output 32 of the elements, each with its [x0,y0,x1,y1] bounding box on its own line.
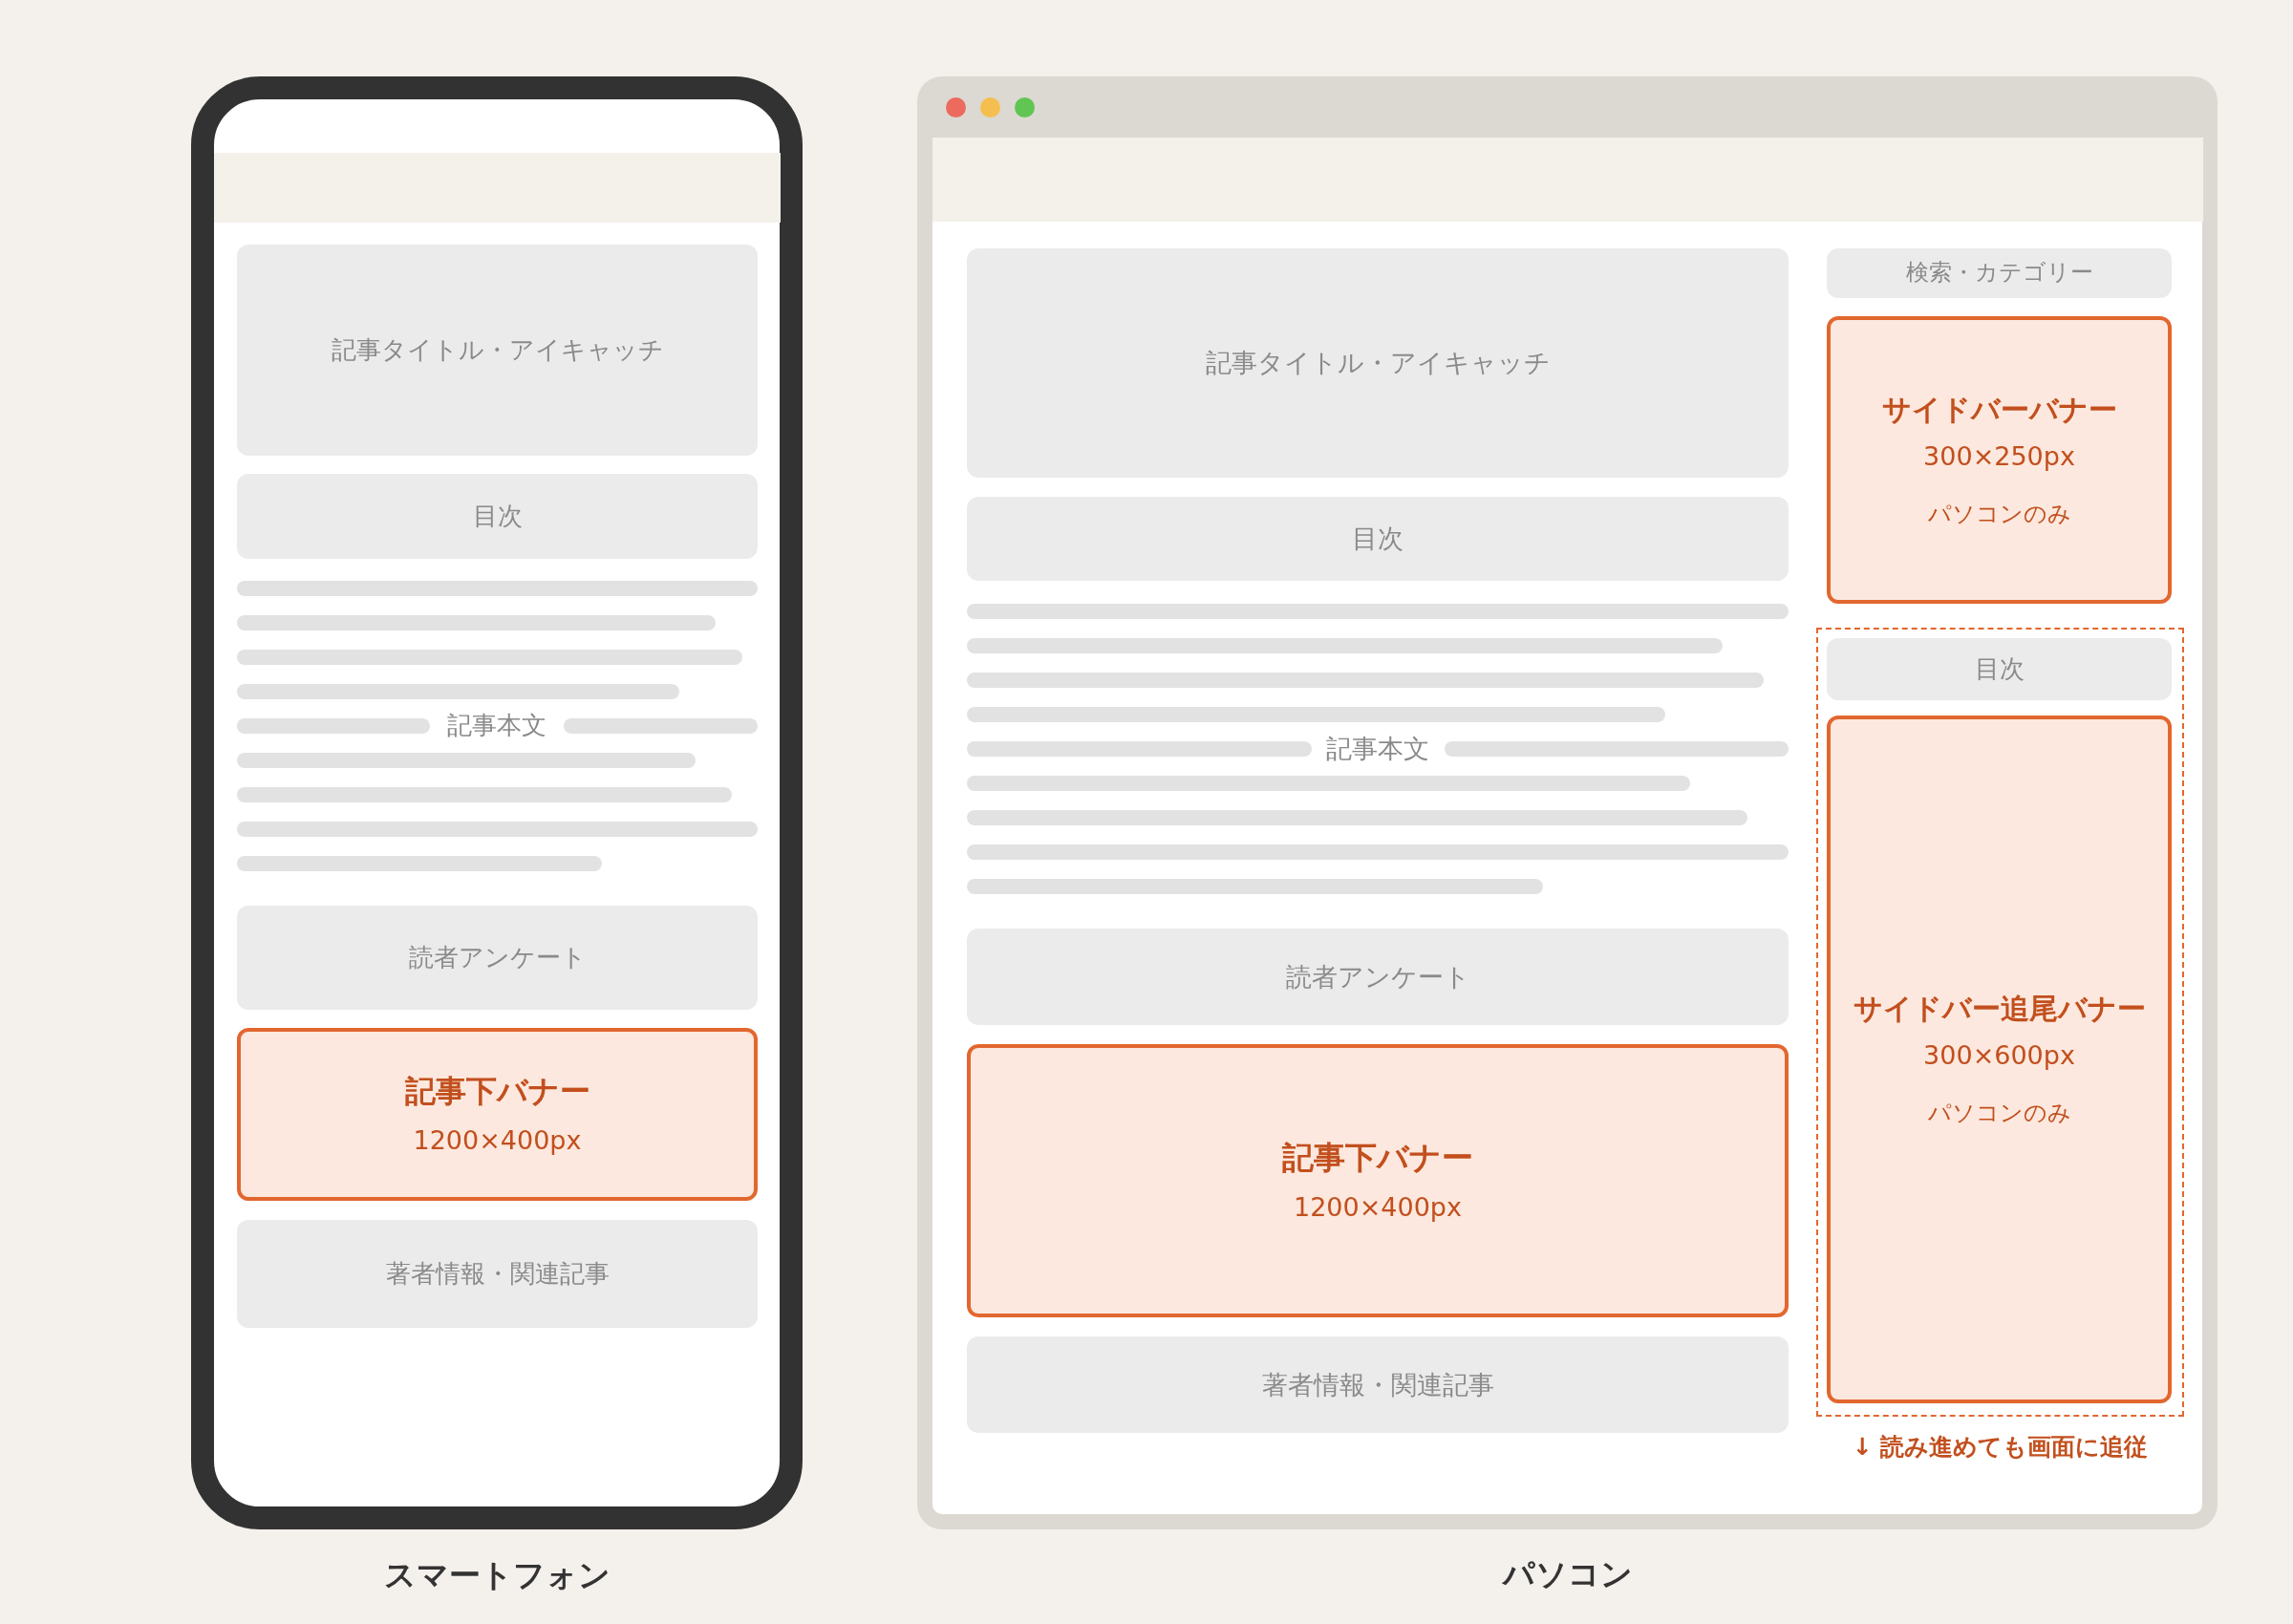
ad-banner [967,1044,1789,1317]
banner-note: パソコンのみ [1927,1099,2071,1129]
banner-title: サイドバー追尾バナー [1853,991,2146,1028]
banner-title: 記事下バナー [1282,1138,1473,1178]
ad-banner [1827,316,2172,604]
banner-size: 300×600px [1923,1039,2075,1073]
sticky-area [1816,628,2184,1417]
block-label: 著者情報・関連記事 [385,1257,610,1290]
device-caption: パソコン [1502,1553,1633,1594]
banner-size: 1200×400px [413,1123,582,1157]
site-header-bar [214,153,781,223]
annotation: ↓ 読み進めても画面に追従 [1852,1432,2149,1463]
block-label: 著者情報・関連記事 [1261,1368,1494,1401]
section-label: 記事本文 [447,710,546,742]
block-label: 目次 [1352,523,1404,556]
block-label: 目次 [472,500,523,532]
device-caption: スマートフォン [383,1554,611,1595]
banner-title: 記事下バナー [404,1072,590,1112]
ad-banner [1827,716,2172,1403]
banner-note: パソコンのみ [1927,499,2071,529]
block-label: 記事タイトル・アイキャッチ [331,333,664,366]
ad-banner [237,1028,758,1201]
banner-size: 1200×400px [1294,1190,1462,1224]
block-label: 読者アンケート [1285,960,1470,994]
block-label: 目次 [1974,652,2025,685]
block-label: 読者アンケート [408,941,587,973]
banner-size: 300×250px [1923,439,2075,473]
site-header-bar [932,138,2203,222]
section-label: 記事本文 [1326,733,1429,766]
block-label: 記事タイトル・アイキャッチ [1205,347,1551,380]
block-label: 検索・カテゴリー [1905,258,2093,288]
banner-title: サイドバーバナー [1881,391,2117,428]
